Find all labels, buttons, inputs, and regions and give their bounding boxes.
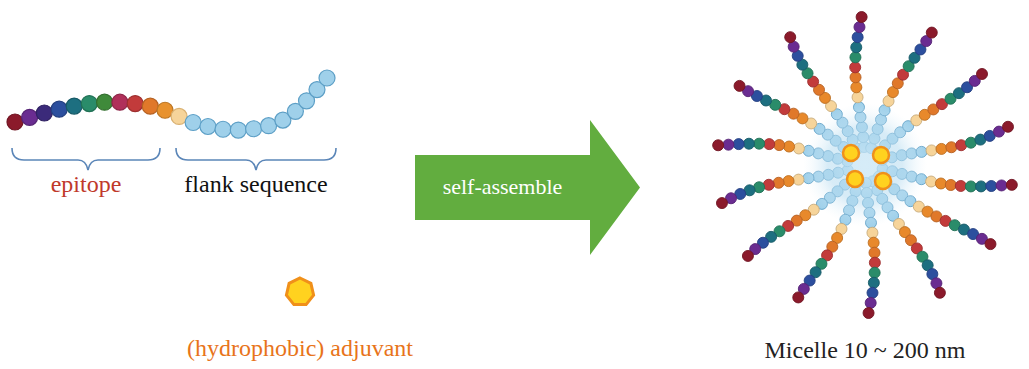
amino-acid-bead bbox=[851, 82, 862, 93]
amino-acid-bead bbox=[934, 287, 945, 298]
amino-acid-bead bbox=[200, 118, 216, 134]
amino-acid-bead bbox=[734, 80, 745, 91]
amino-acid-bead bbox=[854, 22, 865, 33]
amino-acid-bead bbox=[716, 198, 727, 209]
amino-acid-bead bbox=[955, 180, 966, 191]
amino-acid-bead bbox=[215, 121, 231, 137]
amino-acid-bead bbox=[926, 27, 937, 38]
peptide-chain bbox=[7, 70, 335, 138]
amino-acid-bead bbox=[142, 98, 158, 114]
amino-acid-bead bbox=[868, 237, 879, 248]
amino-acid-bead bbox=[733, 139, 744, 150]
process-label: self-assemble bbox=[415, 155, 590, 220]
adjuvant-label: (hydrophobic) adjuvant bbox=[187, 335, 413, 361]
amino-acid-bead bbox=[742, 250, 753, 261]
amino-acid-bead bbox=[97, 94, 113, 110]
amino-acid-bead bbox=[935, 178, 946, 189]
amino-acid-bead bbox=[7, 114, 23, 130]
amino-acid-bead bbox=[246, 121, 262, 137]
amino-acid-bead bbox=[869, 257, 880, 268]
amino-acid-bead bbox=[261, 118, 277, 134]
amino-acid-bead bbox=[112, 94, 128, 110]
arrow-shape bbox=[415, 120, 640, 255]
amino-acid-bead bbox=[1002, 121, 1013, 132]
amino-acid-bead bbox=[784, 141, 795, 152]
adjuvant-symbol bbox=[286, 278, 313, 305]
amino-acid-bead bbox=[36, 105, 52, 121]
amino-acid-bead bbox=[869, 267, 880, 278]
amino-acid-bead bbox=[865, 297, 876, 308]
amino-acid-bead bbox=[22, 109, 38, 125]
amino-acid-bead bbox=[985, 239, 996, 250]
amino-acid-bead bbox=[763, 179, 774, 190]
amino-acid-bead bbox=[851, 42, 862, 53]
micelle-caption: Micelle 10 ~ 200 nm bbox=[765, 337, 966, 363]
amino-acid-bead bbox=[863, 307, 874, 318]
hydrophobic-core bbox=[803, 103, 927, 227]
amino-acid-bead bbox=[850, 72, 861, 83]
amino-acid-bead bbox=[850, 52, 861, 63]
amino-acid-bead bbox=[81, 96, 97, 112]
flank-bracket bbox=[176, 148, 336, 170]
amino-acid-bead bbox=[852, 32, 863, 43]
process-arrow: self-assemble bbox=[415, 120, 640, 255]
amino-acid-bead bbox=[926, 176, 937, 187]
adjuvant-symbol bbox=[873, 147, 889, 163]
amino-acid-bead bbox=[956, 140, 967, 151]
amino-acid-bead bbox=[783, 176, 794, 187]
amino-acid-bead bbox=[785, 32, 796, 43]
amino-acid-bead bbox=[51, 101, 67, 117]
chain-guide bbox=[15, 78, 327, 130]
adjuvant-symbol bbox=[843, 145, 859, 161]
amino-acid-bead bbox=[977, 68, 988, 79]
amino-acid-bead bbox=[965, 181, 976, 192]
epitope-bracket bbox=[12, 148, 160, 170]
amino-acid-bead bbox=[868, 277, 879, 288]
epitope-label: epitope bbox=[51, 171, 122, 197]
amino-acid-bead bbox=[936, 143, 947, 154]
amino-acid-bead bbox=[773, 177, 784, 188]
amino-acid-bead bbox=[869, 247, 880, 258]
micelle-illustration bbox=[713, 12, 1018, 319]
adjuvant-symbol bbox=[875, 173, 891, 189]
amino-acid-bead bbox=[319, 70, 335, 86]
amino-acid-bead bbox=[850, 62, 861, 73]
amino-acid-bead bbox=[743, 138, 754, 149]
amino-acid-bead bbox=[764, 139, 775, 150]
amino-acid-bead bbox=[856, 12, 867, 23]
amino-acid-bead bbox=[185, 114, 201, 130]
amino-acid-bead bbox=[230, 122, 246, 138]
amino-acid-bead bbox=[986, 181, 997, 192]
amino-acid-bead bbox=[793, 292, 804, 303]
amino-acid-bead bbox=[793, 143, 804, 154]
amino-acid-bead bbox=[852, 92, 863, 103]
amino-acid-bead bbox=[774, 140, 785, 151]
amino-acid-bead bbox=[66, 98, 82, 114]
amino-acid-bead bbox=[976, 181, 987, 192]
amino-acid-bead bbox=[1006, 179, 1017, 190]
adjuvant-symbol bbox=[847, 171, 863, 187]
amino-acid-bead bbox=[867, 287, 878, 298]
amino-acid-bead bbox=[723, 139, 734, 150]
amino-acid-bead bbox=[926, 145, 937, 156]
amino-acid-bead bbox=[996, 180, 1007, 191]
amino-acid-bead bbox=[945, 179, 956, 190]
amino-acid-bead bbox=[754, 138, 765, 149]
amino-acid-bead bbox=[127, 96, 143, 112]
amino-acid-bead bbox=[793, 174, 804, 185]
amino-acid-bead bbox=[867, 227, 878, 238]
amino-acid-bead bbox=[946, 142, 957, 153]
flank-label: flank sequence bbox=[184, 171, 327, 197]
amino-acid-bead bbox=[713, 140, 724, 151]
